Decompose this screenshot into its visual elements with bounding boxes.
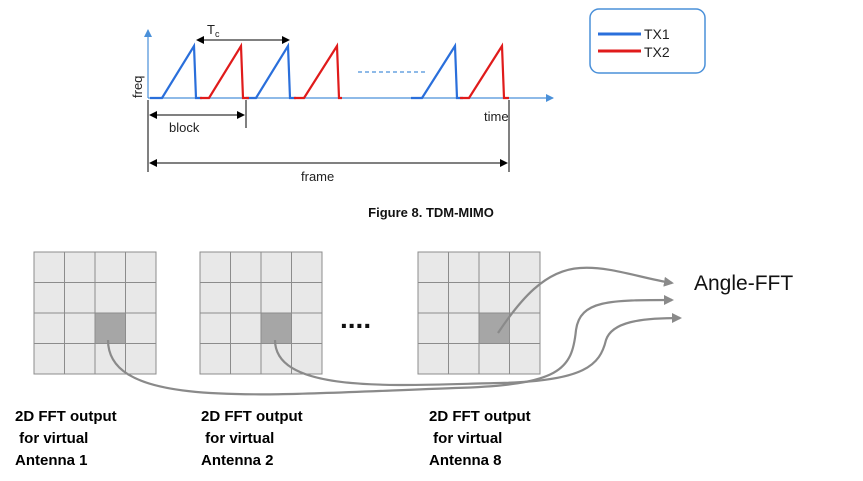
grid-cell [417, 343, 449, 375]
grid-cell [64, 251, 96, 283]
grid-cell [291, 251, 323, 283]
antenna-8-line-2: for virtual [429, 430, 502, 447]
grid-cell [509, 343, 541, 375]
grid-cell [509, 251, 541, 283]
arrow-from-antenna-8 [497, 266, 674, 334]
grid-cell [64, 343, 96, 375]
antenna-2-line-1: 2D FFT output [201, 408, 303, 425]
grid-cell [33, 282, 65, 314]
angle-fft-arrows [106, 266, 682, 396]
grid-cell [478, 343, 510, 375]
grid-cell [230, 282, 262, 314]
arrow-from-antenna-2 [273, 313, 682, 387]
antenna-1-line-2: for virtual [15, 430, 88, 447]
grid-cell [448, 343, 480, 375]
grid-cell [230, 251, 262, 283]
chirp-tx2-1 [200, 42, 249, 100]
antenna-8-line-1: 2D FFT output [429, 408, 531, 425]
legend-label-tx1: TX1 [644, 26, 670, 42]
antenna-1-line-3: Antenna 1 [15, 452, 88, 469]
grid-cell [125, 282, 157, 314]
y-axis-label: freq [130, 76, 145, 98]
angle-fft-label: Angle-FFT [694, 272, 793, 295]
grid-cell [199, 282, 231, 314]
legend-label-tx2: TX2 [644, 44, 670, 60]
grid-cell [417, 251, 449, 283]
chirp-tx2-3 [460, 42, 509, 100]
grid-cell [417, 312, 449, 344]
grid-ellipsis: .... [340, 303, 371, 334]
grid-cell [33, 343, 65, 375]
block-label: block [169, 120, 200, 135]
grid-cell [33, 312, 65, 344]
antenna-2-line-3: Antenna 2 [201, 452, 274, 469]
fft-grid-antenna-2 [199, 251, 323, 375]
grid-cell [125, 312, 157, 344]
antenna-8-line-3: Antenna 8 [429, 452, 502, 469]
antenna-label-8: 2D FFT output for virtual Antenna 8 [429, 408, 531, 469]
x-axis-label: time [484, 109, 509, 124]
antenna-1-line-1: 2D FFT output [15, 408, 117, 425]
grid-cell [230, 312, 262, 344]
grid-cell [125, 251, 157, 283]
tc-label: Tc [207, 22, 220, 39]
chirp-tx1-1 [150, 42, 202, 100]
chirp-tx1-3 [411, 42, 463, 100]
grid-cell [448, 312, 480, 344]
frame-label: frame [301, 169, 334, 184]
legend-box [589, 8, 706, 74]
grid-cell-highlighted [94, 312, 126, 344]
grid-cell [478, 251, 510, 283]
grid-cell [448, 251, 480, 283]
fft-grid-antenna-1 [33, 251, 157, 375]
grid-cell [291, 312, 323, 344]
grid-cell [125, 343, 157, 375]
grid-cell [260, 282, 292, 314]
timing-diagram: freq time Tc block frame [130, 22, 554, 184]
grid-cell [33, 251, 65, 283]
grid-cell-highlighted [478, 312, 510, 344]
grid-cell [64, 312, 96, 344]
antenna-2-line-2: for virtual [201, 430, 274, 447]
chirp-tx1-2 [246, 42, 296, 100]
legend: TX1 TX2 [589, 8, 706, 74]
grid-cell [260, 251, 292, 283]
grid-cell [509, 312, 541, 344]
grid-cell [199, 251, 231, 283]
antenna-label-1: 2D FFT output for virtual Antenna 1 [15, 408, 117, 469]
grid-cell [199, 312, 231, 344]
grid-cell [417, 282, 449, 314]
antenna-label-2: 2D FFT output for virtual Antenna 2 [201, 408, 303, 469]
grid-cell [94, 251, 126, 283]
grid-cell [64, 282, 96, 314]
grid-cell [291, 343, 323, 375]
arrow-from-antenna-1 [106, 295, 674, 396]
grid-cell [94, 282, 126, 314]
fft-grid-antenna-8 [417, 251, 541, 375]
grid-cell-highlighted [260, 312, 292, 344]
grid-cell [478, 282, 510, 314]
grid-cell [199, 343, 231, 375]
figure-caption: Figure 8. TDM-MIMO [368, 205, 494, 220]
fft-grids [33, 251, 541, 375]
chirp-tx2-2 [294, 42, 342, 100]
grid-cell [291, 282, 323, 314]
grid-cell [448, 282, 480, 314]
grid-cell [230, 343, 262, 375]
